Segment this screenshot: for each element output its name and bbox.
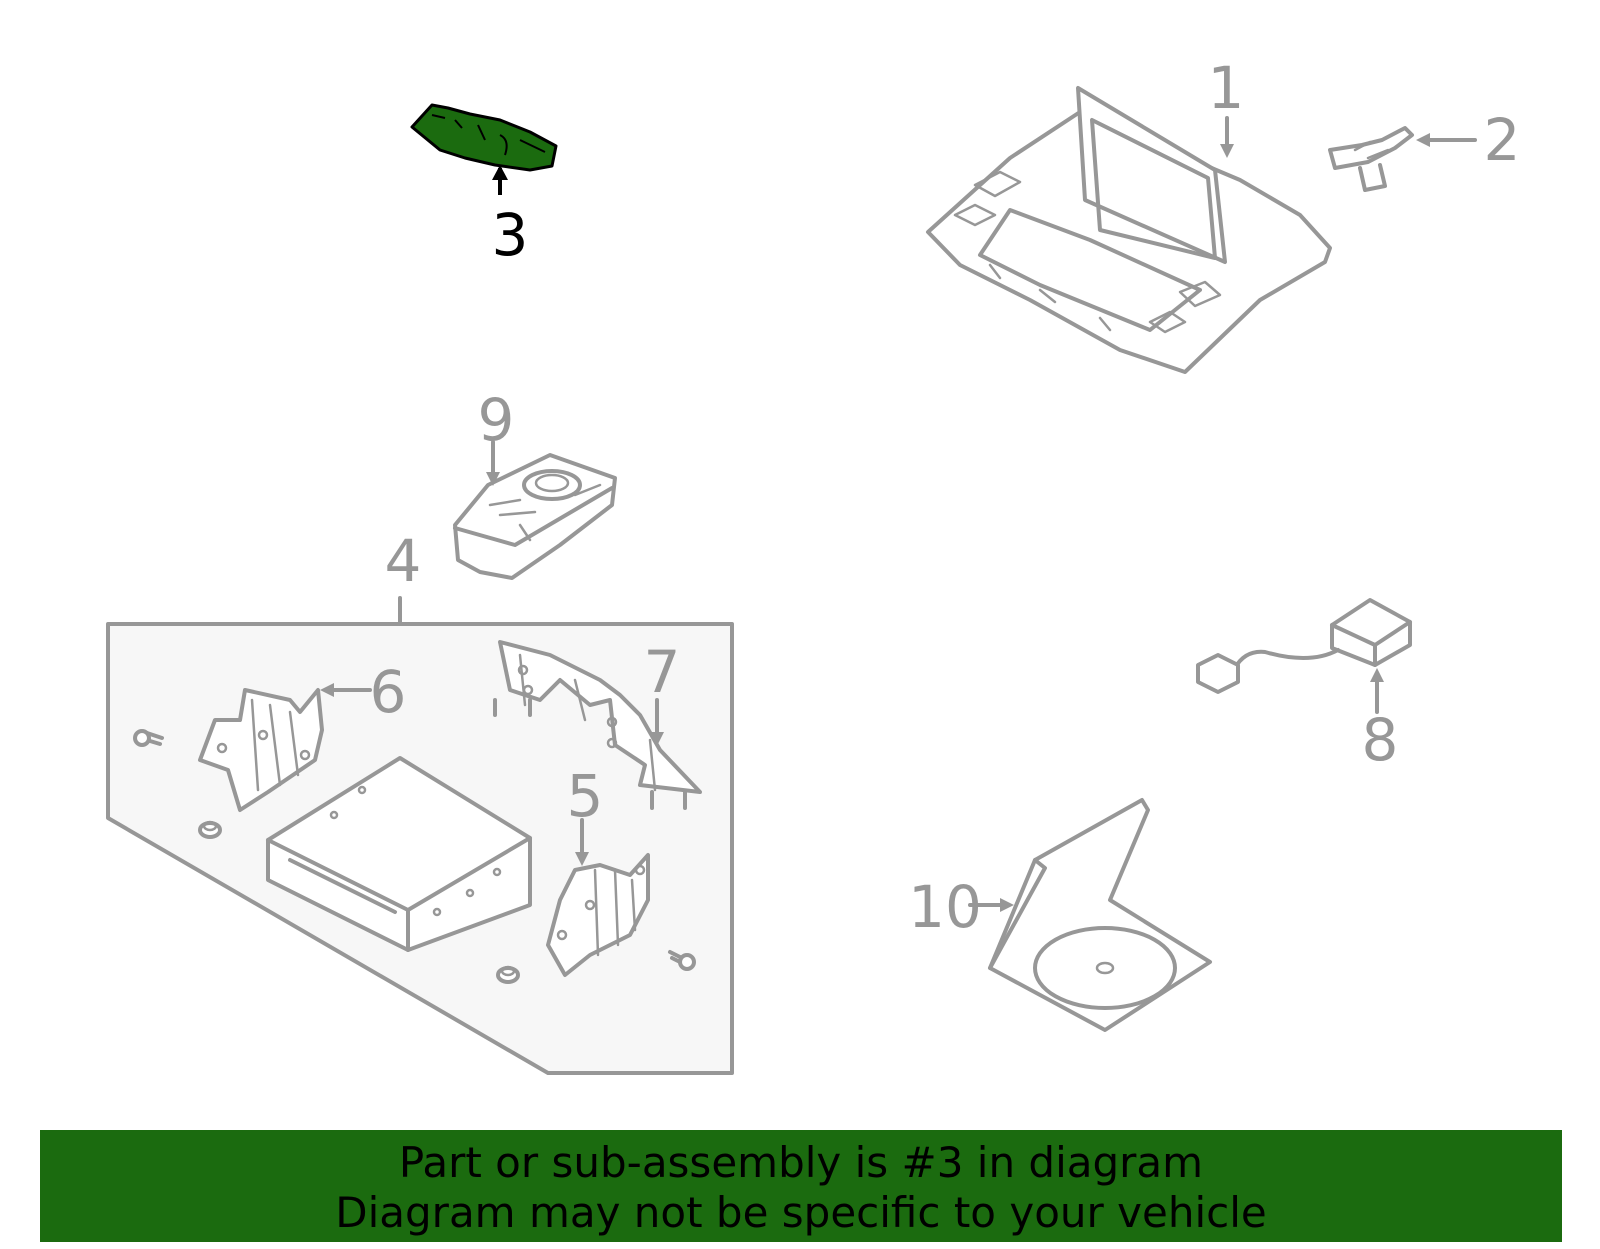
callout-5: 5	[567, 762, 604, 830]
info-banner: Part or sub-assembly is #3 in diagram Di…	[40, 1130, 1562, 1242]
part-10-disc-holder[interactable]	[988, 798, 1212, 1032]
screw-right[interactable]	[668, 950, 696, 971]
nut-right[interactable]	[496, 965, 520, 984]
screw-left[interactable]	[133, 729, 164, 747]
part-8-antenna[interactable]	[1196, 598, 1412, 694]
part-4-nav-unit[interactable]	[266, 756, 532, 952]
callout-2: 2	[1484, 106, 1521, 174]
part-9-controller[interactable]	[453, 453, 617, 580]
part-2-clip[interactable]	[1328, 126, 1414, 192]
part-6-bracket[interactable]	[198, 688, 324, 812]
banner-line-1: Part or sub-assembly is #3 in diagram	[398, 1138, 1204, 1187]
callout-4: 4	[385, 527, 422, 595]
callout-6: 6	[370, 658, 407, 726]
callout-3: 3	[492, 201, 529, 269]
nut-left[interactable]	[198, 820, 222, 839]
callout-8: 8	[1362, 706, 1399, 774]
callout-9: 9	[478, 386, 515, 454]
banner-line-2: Diagram may not be specific to your vehi…	[335, 1188, 1267, 1237]
part-5-bracket[interactable]	[546, 853, 650, 977]
callout-7: 7	[644, 638, 681, 706]
callout-1: 1	[1208, 54, 1245, 122]
callout-10: 10	[908, 873, 982, 941]
part-3-highlighted[interactable]	[410, 103, 558, 195]
part-1-display-bezel[interactable]	[926, 86, 1332, 374]
part-7-bracket[interactable]	[493, 640, 702, 810]
